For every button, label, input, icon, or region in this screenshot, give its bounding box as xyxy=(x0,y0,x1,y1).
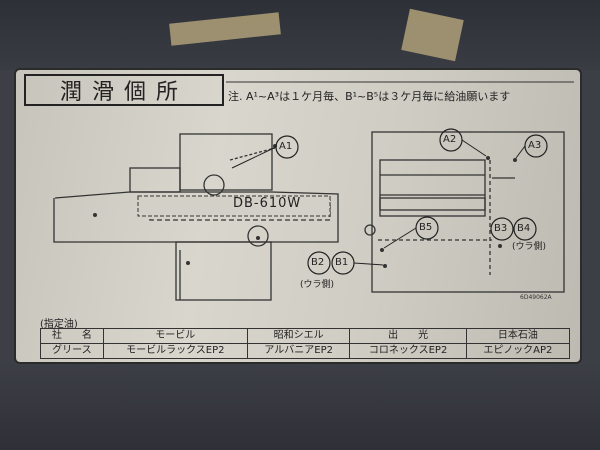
table-header-cell: 昭和シエル xyxy=(246,328,351,344)
label-title-text: 潤滑個所 xyxy=(59,80,188,105)
ura-side-note-b2: (ウラ側) xyxy=(300,280,335,290)
marker-b4: B4 xyxy=(517,223,531,234)
oil-spec-table: 社 名 モービル 昭和シエル 出 光 日本石油 グリース モービルラックスEP2… xyxy=(40,328,571,359)
marker-b5: B5 xyxy=(419,222,433,233)
ura-side-note-b4: (ウラ側) xyxy=(512,242,547,252)
model-label: DB-610W xyxy=(233,196,302,211)
table-header-cell: 社 名 xyxy=(40,328,104,344)
marker-b2: B2 xyxy=(311,257,325,268)
marker-b2-circle xyxy=(307,251,331,275)
marker-b3-circle xyxy=(490,217,514,241)
marker-b4-circle xyxy=(513,217,537,241)
table-row: グリース モービルラックスEP2 アルバニアEP2 コロネックスEP2 エピノッ… xyxy=(40,343,571,359)
marker-b3: B3 xyxy=(494,223,508,234)
marker-a1: A1 xyxy=(279,141,293,152)
table-cell: エピノックAP2 xyxy=(465,343,571,359)
table-header-cell: 出 光 xyxy=(349,328,467,344)
oil-spec-section: (指定油) 社 名 モービル 昭和シエル 出 光 日本石油 グリース モービルラ… xyxy=(40,315,571,361)
label-title: 潤滑個所 xyxy=(24,74,224,106)
table-cell: モービルラックスEP2 xyxy=(102,343,248,359)
marker-a2: A2 xyxy=(443,134,457,145)
table-cell: コロネックスEP2 xyxy=(349,343,467,359)
right-machine-drawing xyxy=(364,131,565,293)
table-header-cell: モービル xyxy=(102,328,248,344)
table-cell: グリース xyxy=(40,343,104,359)
table-cell: アルバニアEP2 xyxy=(246,343,351,359)
marker-a3: A3 xyxy=(528,140,542,151)
part-code: 6D49062A xyxy=(520,294,552,301)
oil-spec-caption: (指定油) xyxy=(40,319,78,330)
table-row: 社 名 モービル 昭和シエル 出 光 日本石油 xyxy=(40,328,571,344)
table-header-cell: 日本石油 xyxy=(465,328,571,344)
background-wall-top xyxy=(0,0,600,70)
left-machine-drawing xyxy=(53,133,339,301)
background-wall-bottom xyxy=(0,365,600,450)
lubrication-note: 注. A¹~A³は１ケ月毎、B¹~B⁵は３ケ月毎に給油願います xyxy=(228,90,511,103)
lubrication-label-plate xyxy=(14,68,582,364)
marker-b1: B1 xyxy=(335,257,349,268)
